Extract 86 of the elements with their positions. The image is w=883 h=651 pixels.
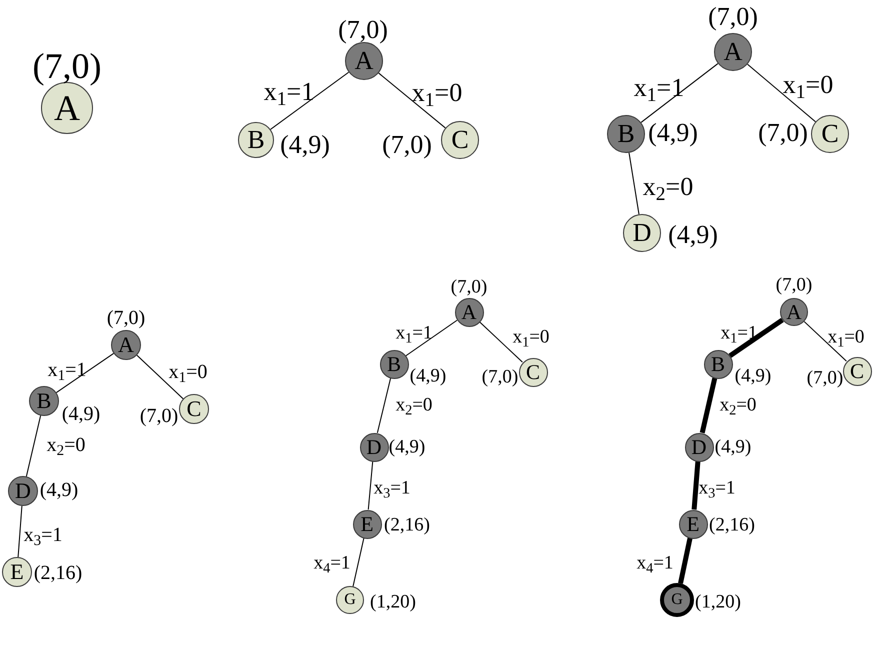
tree-node: G [660,583,694,617]
tree-node: E [2,557,32,587]
tree-node: A [454,298,484,326]
value-label: (2,16) [709,516,755,534]
edge-label: x$_{1}$=1 [634,75,684,101]
value-label: (2,16) [34,563,82,583]
tree-edge [405,320,458,356]
edge-label: x$_{4}$=1 [636,554,674,572]
value-label: (4,9) [714,438,752,456]
tree-edge [18,505,22,558]
value-label: (7,0) [758,120,808,146]
value-label: (4,9) [40,480,78,500]
value-label: (4,9) [734,366,772,386]
tree-edge [747,64,816,122]
edge-label: x$_{1}$=0 [782,72,834,98]
edge-label: x$_{3}$=1 [698,478,736,498]
value-label: (7,0) [382,132,432,158]
value-label: (4,9) [280,132,330,158]
tree-node: B [29,386,59,416]
tree-edge [270,72,350,130]
tree-edge [479,321,523,363]
tree-node: A [714,33,752,71]
tree-node: C [179,394,209,424]
tree-node: A [780,298,808,326]
value-label: (7,0) [106,308,146,328]
value-label: (4,9) [648,120,698,146]
tree-node: C [518,358,548,386]
edge-label: x$_{1}$=0 [828,328,864,346]
tree-edge [368,460,374,510]
tree-edge [692,461,700,510]
tree-node: D [360,432,388,462]
tree-edge [640,63,718,123]
value-label: (4,9) [388,438,426,456]
tree-node: B [704,350,732,378]
tree-edge [700,378,718,434]
value-label: (7,0) [708,4,758,30]
edge-label: x$_{1}$=0 [512,328,550,346]
edge-label: x$_{3}$=1 [374,478,410,498]
edge-label: x$_{1}$=1 [48,360,86,380]
tree-node: D [8,476,38,506]
value-label: (1,20) [695,592,741,612]
value-label: (7,0) [140,406,178,426]
tree-node: E [352,510,382,538]
value-label: (7,0) [338,17,388,43]
edge-label: x$_{1}$=0 [168,362,208,382]
value-label: (7,0) [806,368,844,388]
tree-node: B [238,122,274,158]
tree-node: E [678,510,708,538]
tree-node: B [607,115,645,153]
tree-node: A [111,330,141,360]
tree-node: D [684,432,714,462]
edge-label: x$_{2}$=0 [720,396,756,414]
edge-label: x$_{2}$=0 [642,174,694,200]
tree-edge [378,72,446,128]
value-label: (2,16) [384,516,430,534]
value-label: (7,0) [482,368,518,386]
edge-label: x$_{4}$=1 [314,554,350,572]
edge-label: x$_{1}$=1 [396,324,432,342]
tree-node: A [345,42,383,80]
value-label: (4,9) [410,366,446,386]
tree-edge [628,152,640,215]
edge-label: x$_{1}$=1 [264,79,314,105]
edge-label: x$_{3}$=1 [24,525,62,545]
value-label: (7,0) [450,278,488,296]
tree-edge [352,538,364,587]
tree-edge [376,378,392,434]
tree-edge [728,318,784,358]
value-label: (4,9) [668,222,718,248]
tree-node: C [842,356,872,386]
tree-node: C [441,121,479,159]
value-label: (1,20) [370,592,416,612]
tree-edge [26,415,42,477]
value-label: (7,0) [32,48,102,84]
edge-label: x$_{2}$=0 [46,435,86,455]
tree-node: B [380,350,408,378]
tree-edge [56,352,114,394]
edge-label: x$_{2}$=0 [396,396,432,414]
tree-node: C [811,115,849,153]
tree-edge [804,321,847,362]
tree-node: G [336,586,364,614]
tree-edge [136,354,184,400]
edge-label: x$_{1}$=0 [412,80,462,106]
value-label: (4,9) [62,404,100,424]
tree-node: D [623,214,661,252]
tree-edge [678,538,692,584]
value-label: (7,0) [776,276,812,294]
